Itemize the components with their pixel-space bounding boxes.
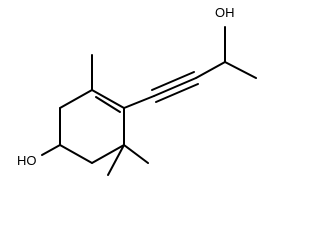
- hydroxyl-label-top: OH: [215, 5, 235, 20]
- cyclohexene-ring: [59, 89, 125, 164]
- bond-c6-c1: [59, 144, 93, 164]
- hydroxyl-label-left: HO: [17, 153, 37, 168]
- bond-c3-c4-double: [95, 96, 121, 113]
- bond-c2-c3: [59, 89, 93, 109]
- bond-alkyne-carbinol: [195, 61, 226, 79]
- methyl-bond-c5-b: [123, 144, 149, 164]
- methyl-bond-carbinol: [224, 61, 257, 79]
- triple-bond: [151, 71, 199, 103]
- bond-c5-c6: [91, 144, 125, 164]
- bond-c3-c4: [91, 89, 125, 109]
- bond-c4-alkyne: [123, 95, 155, 109]
- chemical-structure-diagram: OH HO: [17, 5, 257, 176]
- methyl-bond-c5-a: [107, 144, 125, 176]
- hydroxyl-bond-c1: [41, 144, 61, 156]
